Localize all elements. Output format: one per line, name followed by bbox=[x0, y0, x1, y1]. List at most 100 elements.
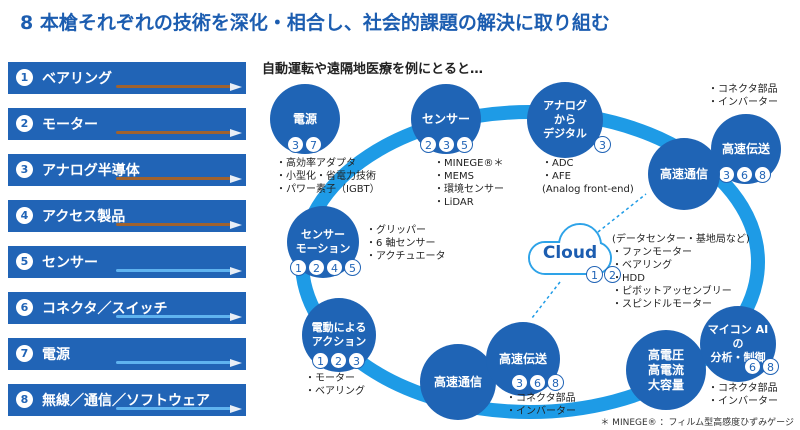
cloud-link-line-top bbox=[597, 193, 647, 233]
spear-tip-icon bbox=[230, 405, 242, 413]
node-power-label: 電源 bbox=[292, 111, 317, 126]
spear-number: 8 bbox=[16, 391, 33, 408]
badge: 8 bbox=[547, 374, 564, 391]
spear-shaft-icon bbox=[116, 223, 232, 226]
badge: 1 bbox=[312, 352, 329, 369]
spear-item-wireless-communication-software: 8 無線／通信／ソフトウェア bbox=[8, 384, 246, 416]
spear-item-motor: 2 モーター bbox=[8, 108, 246, 140]
bullet-item: ・コネクタ部品 bbox=[708, 84, 778, 95]
spear-tip-icon bbox=[230, 359, 242, 367]
badge: 6 bbox=[736, 166, 753, 183]
bullet-item: ・ベアリング bbox=[305, 386, 365, 397]
spear-label: モーター bbox=[42, 117, 98, 133]
badge: 7 bbox=[305, 136, 322, 153]
page-title: 8 本槍それぞれの技術を深化・相合し、社会的課題の解決に取り組む bbox=[20, 12, 610, 34]
spear-number: 3 bbox=[16, 161, 33, 178]
spear-shaft-icon bbox=[116, 85, 232, 88]
badge: 1 bbox=[290, 259, 307, 276]
node-hv-label: 高電圧 高電流 大容量 bbox=[647, 347, 684, 392]
bullet-item: ・MINEGE®＊ bbox=[434, 158, 504, 169]
node-hs-top-label: 高速伝送 bbox=[721, 141, 770, 156]
bullet-item: ・インバーター bbox=[708, 97, 778, 108]
spear-label: ベアリング bbox=[42, 71, 112, 87]
bullet-item: ・スピンドルモーター bbox=[612, 299, 712, 310]
badge: 3 bbox=[438, 136, 455, 153]
spear-shaft-icon bbox=[116, 269, 232, 272]
badge: 1 bbox=[586, 266, 603, 283]
bullet-item: ・アクチュエータ bbox=[366, 251, 446, 262]
bullet-item: ・高効率アダプタ bbox=[276, 158, 356, 169]
spear-list: 1 ベアリング 2 モーター 3 アナログ半導体 4 アクセス製品 5 センサー… bbox=[8, 62, 246, 430]
bullet-item: (データセンター・基地局など) bbox=[612, 234, 750, 245]
badge: 2 bbox=[420, 136, 437, 153]
spear-item-sensor: 5 センサー bbox=[8, 246, 246, 278]
node-hc-top-label: 高速通信 bbox=[659, 166, 708, 181]
spear-tip-icon bbox=[230, 313, 242, 321]
node-sensor-badges: 2 3 5 bbox=[420, 136, 473, 153]
spear-number: 2 bbox=[16, 115, 33, 132]
spear-number: 1 bbox=[16, 69, 33, 86]
badge: 2 bbox=[330, 352, 347, 369]
node-hs-top-bullets: ・コネクタ部品 ・インバーター bbox=[708, 83, 778, 109]
spear-shaft-icon bbox=[116, 177, 232, 180]
spear-item-power: 7 電源 bbox=[8, 338, 246, 370]
spear-number: 6 bbox=[16, 299, 33, 316]
bullet-item: ・ベアリング bbox=[612, 260, 672, 271]
bullet-item: ・LiDAR bbox=[434, 197, 474, 208]
node-sensor-label: センサー bbox=[421, 111, 470, 126]
spear-tip-icon bbox=[230, 175, 242, 183]
spear-tip-icon bbox=[230, 129, 242, 137]
node-hs-top-badges: 3 6 8 bbox=[718, 166, 771, 183]
node-sensor-motion-label: センサー モーション bbox=[295, 228, 351, 255]
cloud-label: Cloud bbox=[542, 243, 598, 263]
spear-shaft-icon bbox=[116, 407, 232, 410]
bullet-item: ・6 軸センサー bbox=[366, 238, 436, 249]
node-mcu-ai-control: マイコン AI の 分析・制御 bbox=[700, 306, 776, 382]
badge: 8 bbox=[754, 166, 771, 183]
bullet-item: ・ピボットアッセンブリー bbox=[612, 286, 732, 297]
badge: 2 bbox=[604, 266, 621, 283]
bullet-item: ・小型化・省電力技術 bbox=[276, 171, 376, 182]
node-mcu-bullets: ・コネクタ部品 ・インバーター bbox=[708, 382, 778, 408]
node-analog-bullets: ・ADC ・AFE (Analog front-end) bbox=[542, 157, 634, 196]
cloud-link-line-bottom bbox=[531, 281, 561, 319]
node-hs-bottom-label: 高速伝送 bbox=[498, 351, 547, 366]
badge: 8 bbox=[762, 358, 779, 375]
spear-item-connector-switch: 6 コネクタ／スイッチ bbox=[8, 292, 246, 324]
node-hs-bottom-bullets: ・コネクタ部品 ・インバーター bbox=[506, 392, 576, 418]
node-cloud-badges: 1 2 bbox=[586, 266, 621, 283]
node-high-speed-communication-top: 高速通信 bbox=[648, 138, 720, 210]
bullet-item: ・AFE bbox=[542, 171, 571, 182]
spear-item-access-products: 4 アクセス製品 bbox=[8, 200, 246, 232]
node-sensor-motion-badges: 1 2 4 5 bbox=[290, 259, 361, 276]
spear-number: 4 bbox=[16, 207, 33, 224]
bullet-item: ・ADC bbox=[542, 158, 574, 169]
node-sensor-motion-bullets: ・グリッパー ・6 軸センサー ・アクチュエータ bbox=[366, 224, 446, 263]
node-hc-bottom-label: 高速通信 bbox=[433, 374, 482, 389]
spear-number: 5 bbox=[16, 253, 33, 270]
node-sensor-bullets: ・MINEGE®＊ ・MEMS ・環境センサー ・LiDAR bbox=[434, 157, 504, 209]
bullet-item: ・HDD bbox=[612, 273, 645, 284]
spear-label: 無線／通信／ソフトウェア bbox=[42, 393, 210, 409]
spear-shaft-icon bbox=[116, 131, 232, 134]
badge: 3 bbox=[287, 136, 304, 153]
badge: 3 bbox=[594, 136, 611, 153]
spear-label: アクセス製品 bbox=[42, 209, 126, 225]
bullet-item: ・インバーター bbox=[506, 406, 576, 417]
diagram-subtitle: 自動運転や遠隔地医療を例にとると… bbox=[262, 62, 484, 77]
spear-tip-icon bbox=[230, 267, 242, 275]
node-power-bullets: ・高効率アダプタ ・小型化・省電力技術 ・パワー素子（IGBT） bbox=[276, 157, 380, 196]
footnote: ＊ MINEGE® ：フィルム型高感度ひずみゲージ bbox=[600, 418, 794, 428]
bullet-item: ・インバーター bbox=[708, 396, 778, 407]
spear-item-bearing: 1 ベアリング bbox=[8, 62, 246, 94]
node-analog-to-digital: アナログ から デジタル bbox=[527, 82, 603, 158]
node-mcu-badges: 6 8 bbox=[744, 358, 779, 375]
spear-label: アナログ半導体 bbox=[42, 163, 140, 179]
node-electric-action-bullets: ・モーター ・ベアリング bbox=[305, 372, 365, 398]
bullet-item: (Analog front-end) bbox=[542, 184, 634, 195]
badge: 5 bbox=[456, 136, 473, 153]
node-electric-action-label: 電動による アクション bbox=[311, 321, 367, 348]
node-power-badges: 3 7 bbox=[287, 136, 322, 153]
bullet-item: ・パワー素子（IGBT） bbox=[276, 184, 380, 195]
spear-tip-icon bbox=[230, 83, 242, 91]
